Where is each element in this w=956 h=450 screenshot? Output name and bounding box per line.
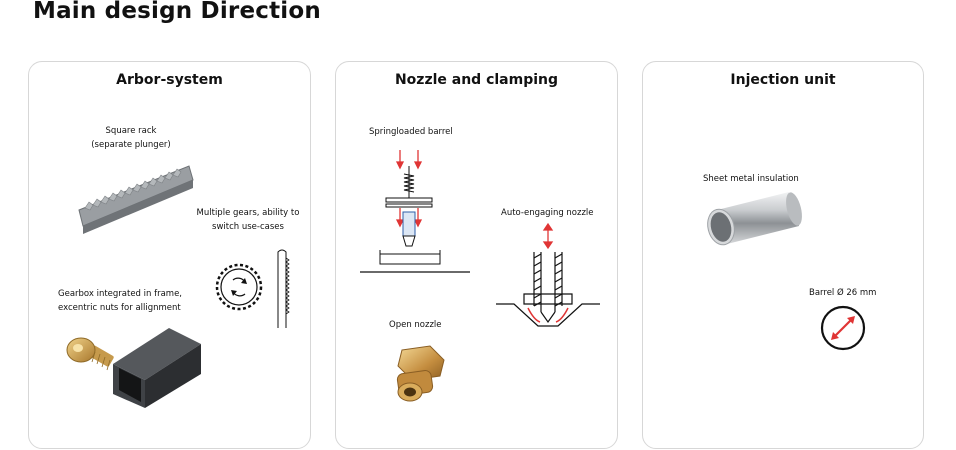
insulation-tube-image: [707, 192, 802, 246]
multiple-gears-label: Multiple gears, ability to switch use-ca…: [196, 208, 300, 232]
springloaded-label: Springloaded barrel: [369, 127, 453, 137]
card-title: Arbor-system: [116, 72, 223, 88]
gear-icon: [215, 263, 263, 311]
open-nozzle-label: Open nozzle: [389, 320, 442, 330]
barrel-label: Barrel Ø 26 mm: [809, 288, 877, 298]
card-title: Nozzle and clamping: [394, 72, 559, 88]
square-rack-image: [78, 165, 194, 234]
square-rack-label: Square rack (separate plunger): [91, 126, 171, 150]
rack-outline-icon: [277, 249, 290, 328]
card-arbor-system: Arbor-system Square rack (separate plung…: [28, 61, 311, 449]
insulation-label: Sheet metal insulation: [703, 174, 799, 184]
page-title: Main design Direction: [33, 0, 321, 24]
square-tube-image: [113, 328, 201, 408]
auto-engaging-label: Auto-engaging nozzle: [501, 208, 594, 218]
gearbox-label: Gearbox integrated in frame, excentric n…: [58, 289, 183, 313]
barrel-diameter-icon: [820, 305, 866, 351]
auto-engaging-nozzle-diagram: [496, 222, 600, 327]
eccentric-nut-image: [66, 337, 114, 371]
open-nozzle-image: [396, 345, 445, 402]
springloaded-barrel-diagram: [360, 150, 470, 273]
card-injection-unit: Injection unit Sheet metal insulation Ba…: [642, 61, 924, 449]
card-nozzle-clamping: Nozzle and clamping Springloaded barrel …: [335, 61, 618, 449]
card-title: Injection unit: [730, 72, 836, 88]
